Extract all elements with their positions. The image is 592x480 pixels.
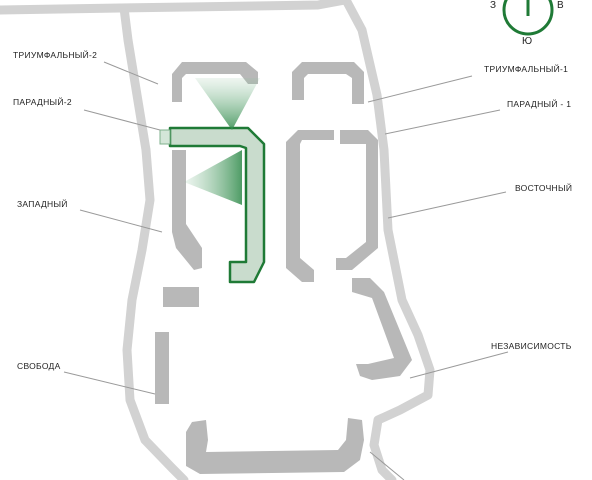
leader-vostochny <box>387 191 507 219</box>
selected-building <box>168 126 266 284</box>
leader-lines <box>63 61 509 480</box>
view-cone-north <box>195 78 260 130</box>
roads <box>0 0 435 480</box>
building-vostochny-west <box>286 130 334 282</box>
leader-paradny-1 <box>384 109 501 135</box>
leader-zapadny <box>79 209 163 233</box>
selected-building-annex <box>159 129 171 145</box>
compass-west-label: З <box>490 0 497 11</box>
building-vostochny-east <box>336 130 378 270</box>
leader-bottom <box>369 451 405 480</box>
leader-nezavisimost <box>409 351 509 379</box>
building-triumfalny-2 <box>172 62 258 102</box>
compass-south-label: Ю <box>522 36 533 47</box>
label-zapadny: ЗАПАДНЫЙ <box>17 199 68 209</box>
label-vostochny: ВОСТОЧНЫЙ <box>515 183 573 193</box>
view-cone-west <box>184 150 242 205</box>
building-svoboda <box>155 332 169 404</box>
building-south-block <box>186 418 364 474</box>
leader-triumfalny-2 <box>103 61 159 85</box>
road-west-loop <box>122 145 189 480</box>
building-triumfalny-1 <box>292 62 364 104</box>
leader-svoboda <box>63 371 156 395</box>
label-triumfalny-2: ТРИУМФАЛЬНЫЙ-2 <box>13 50 98 60</box>
building-parking <box>163 287 199 307</box>
building-nezavisimost <box>352 278 412 380</box>
label-nezavisimost: НЕЗАВИСИМОСТЬ <box>491 341 572 351</box>
compass-ring <box>502 0 554 36</box>
leader-paradny-2 <box>83 109 161 131</box>
building-zapadny <box>172 150 202 270</box>
label-svoboda: СВОБОДА <box>17 361 61 371</box>
label-paradny-1: ПАРАДНЫЙ - 1 <box>507 99 572 109</box>
compass-east-label: В <box>557 0 564 11</box>
road-north-vertical <box>119 3 151 155</box>
leader-triumfalny-1 <box>367 75 473 103</box>
label-triumfalny-1: ТРИУМФАЛЬНЫЙ-1 <box>484 64 569 74</box>
buildings <box>155 62 412 474</box>
road-main-loop <box>341 0 435 480</box>
road-top-left <box>0 0 350 15</box>
label-paradny-2: ПАРАДНЫЙ-2 <box>13 97 72 107</box>
compass <box>502 0 554 36</box>
